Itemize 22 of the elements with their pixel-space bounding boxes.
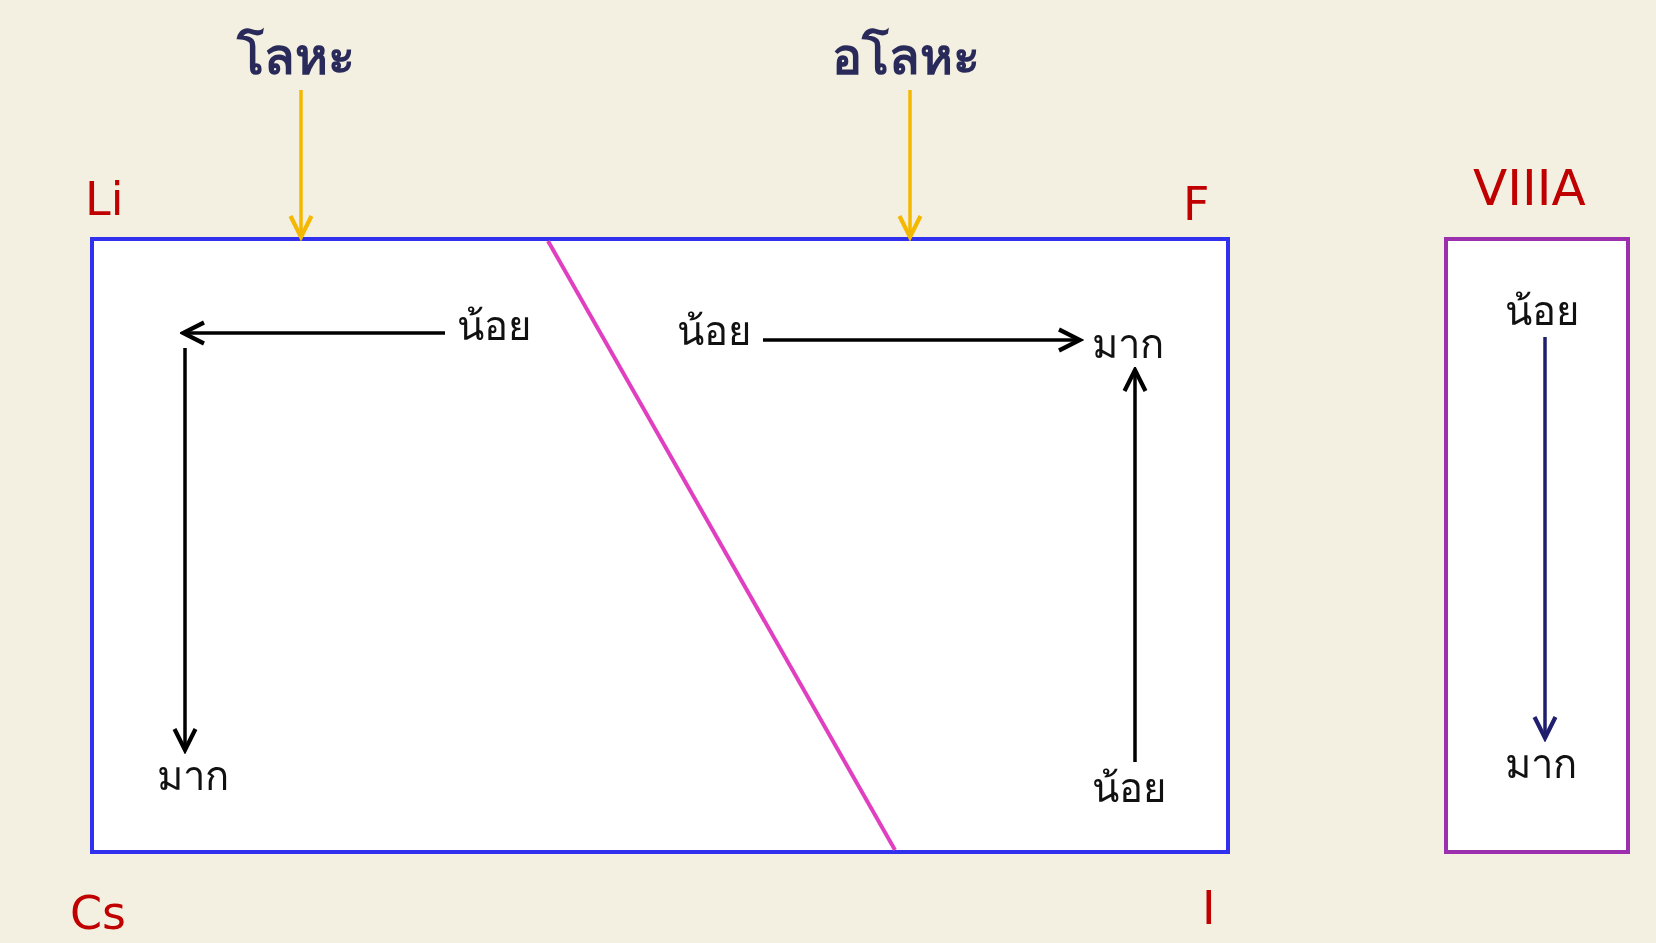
text-label: มาก (1080, 318, 1176, 370)
element-symbol: Li (85, 176, 124, 222)
group-heading: VIIIA (1473, 159, 1586, 217)
arrow (288, 90, 314, 240)
region-box (90, 237, 1230, 854)
arrow (1532, 337, 1558, 741)
element-symbol: F (1183, 181, 1210, 227)
text-label: น้อย (1080, 762, 1178, 814)
element-symbol: Cs (70, 890, 127, 936)
arrow (1122, 367, 1148, 762)
element-symbol: I (1202, 885, 1216, 931)
text-label: มาก (1493, 738, 1589, 790)
text-label: น้อย (445, 300, 543, 352)
text-label: โลหะ (225, 25, 367, 90)
text-label: น้อย (665, 305, 763, 357)
text-label: อโลหะ (820, 25, 992, 90)
arrow (763, 327, 1083, 353)
arrow (180, 320, 445, 346)
text-label: มาก (145, 750, 241, 802)
arrow (172, 348, 198, 753)
arrow (897, 90, 923, 240)
text-label: น้อย (1493, 285, 1591, 337)
